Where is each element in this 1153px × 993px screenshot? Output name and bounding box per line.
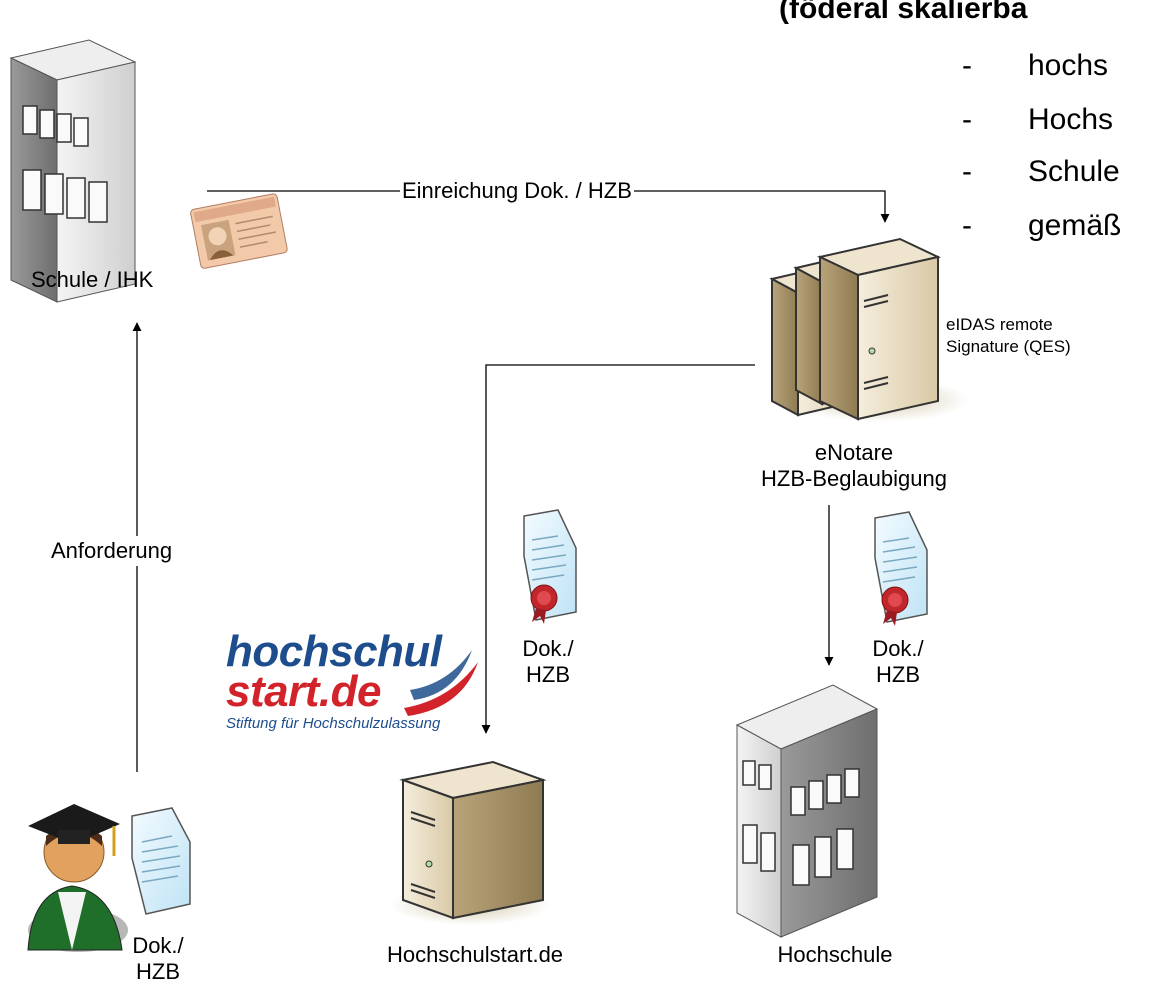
slide-heading: (föderal skalierba [779,0,1028,25]
doc-label-university: Dok./ HZB [872,636,924,687]
signature-label: eIDAS remote Signature (QES) [946,315,1071,356]
doc-label-hochschulstart: Dok./ HZB [522,636,574,687]
hochschulstart-logo: hochschul start.de Stiftung für Hochschu… [226,627,442,732]
bullet-item: -gemäß [962,209,1122,242]
school-building-icon [9,39,137,303]
bullet-item: -Hochs [962,103,1114,136]
enotare-server-stack-icon [769,237,970,422]
certified-document-icon [874,511,928,626]
school-label: Schule / IHK [31,267,154,292]
edge-label-request: Anforderung [51,536,173,566]
enotare-label: eNotare HZB-Beglaubigung [761,440,947,491]
id-card-icon [190,193,288,269]
hochschulstart-logo-swoosh [404,650,478,716]
document-icon [131,807,191,915]
student-doc-label: Dok./ HZB [132,933,184,984]
hochschulstart-label: Hochschulstart.de [386,942,564,967]
graduate-student-icon [27,804,128,952]
bullet-item: -Schule [962,155,1120,188]
bullet-item: -hochs [962,49,1109,82]
certified-document-icon [523,509,577,624]
university-building-icon [735,684,879,938]
university-label: Hochschule [777,942,893,967]
edge-label-submission: Einreichung Dok. / HZB [400,178,634,204]
connector-to-hochschulstart [481,364,755,734]
hochschulstart-server-icon [390,760,550,925]
